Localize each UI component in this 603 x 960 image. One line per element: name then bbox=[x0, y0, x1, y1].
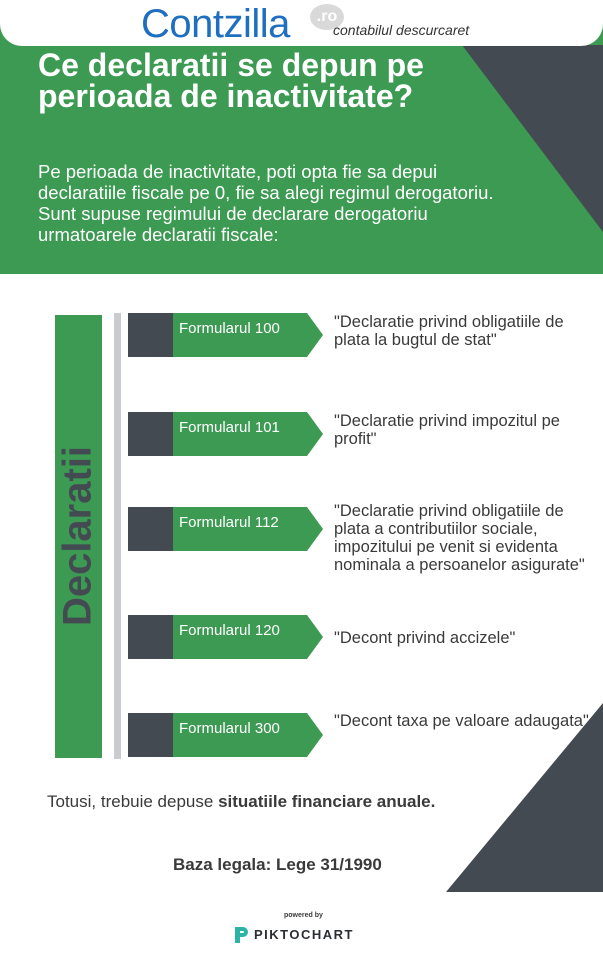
intro-text: Pe perioada de inactivitate, poti opta f… bbox=[38, 161, 508, 245]
form-marker bbox=[128, 713, 173, 757]
powered-by-label: powered by bbox=[284, 912, 323, 919]
form-arrow-shape bbox=[173, 713, 323, 757]
form-arrow-shape bbox=[173, 412, 323, 456]
form-description: "Decont privind accizele" bbox=[334, 629, 516, 647]
form-marker bbox=[128, 615, 173, 659]
form-arrow-shape bbox=[173, 507, 323, 551]
form-arrow-shape bbox=[173, 313, 323, 357]
legal-basis: Baza legala: Lege 31/1990 bbox=[173, 855, 382, 874]
logo-bar: Contzilla .ro contabilul descurcaret bbox=[0, 0, 603, 46]
note-text: Totusi, trebuie depuse bbox=[47, 792, 219, 811]
form-description: "Declaratie privind impozitul pe profit" bbox=[334, 412, 560, 448]
piktochart-icon bbox=[235, 927, 248, 943]
page-title: Ce declaratii se depun pe perioada de in… bbox=[38, 47, 424, 114]
form-marker bbox=[128, 507, 173, 551]
brand-logo: Contzilla bbox=[141, 2, 290, 46]
note-emphasis: situatiile financiare anuale. bbox=[218, 792, 436, 811]
form-marker bbox=[128, 313, 173, 357]
vertical-divider bbox=[114, 313, 121, 759]
form-label: Formularul 120 bbox=[179, 622, 280, 639]
financial-statements-note: Totusi, trebuie depuse situatiile financ… bbox=[47, 792, 467, 812]
header-dark-triangle bbox=[462, 45, 603, 232]
piktochart-wordmark: PIKTOCHART bbox=[254, 927, 354, 942]
intro-paragraph-1: Pe perioada de inactivitate, poti opta f… bbox=[38, 161, 494, 203]
form-label: Formularul 300 bbox=[179, 720, 280, 737]
brand-tagline: contabilul descurcaret bbox=[333, 22, 470, 38]
form-description: "Decont taxa pe valoare adaugata" bbox=[334, 712, 589, 730]
declaratii-sidebar bbox=[55, 315, 102, 758]
brand-domain-badge: .ro bbox=[310, 4, 344, 30]
form-label: Formularul 101 bbox=[179, 419, 280, 436]
form-label: Formularul 100 bbox=[179, 320, 280, 337]
form-label: Formularul 112 bbox=[179, 514, 279, 531]
form-arrow-shape bbox=[173, 615, 323, 659]
intro-paragraph-2: Sunt supuse regimului de declarare derog… bbox=[38, 203, 428, 245]
form-description: "Declaratie privind obligatiile de plata… bbox=[334, 502, 585, 574]
sidebar-label: Declaratii bbox=[55, 445, 100, 627]
form-description: "Declaratie privind obligatiile de plata… bbox=[334, 313, 564, 349]
form-marker bbox=[128, 412, 173, 456]
